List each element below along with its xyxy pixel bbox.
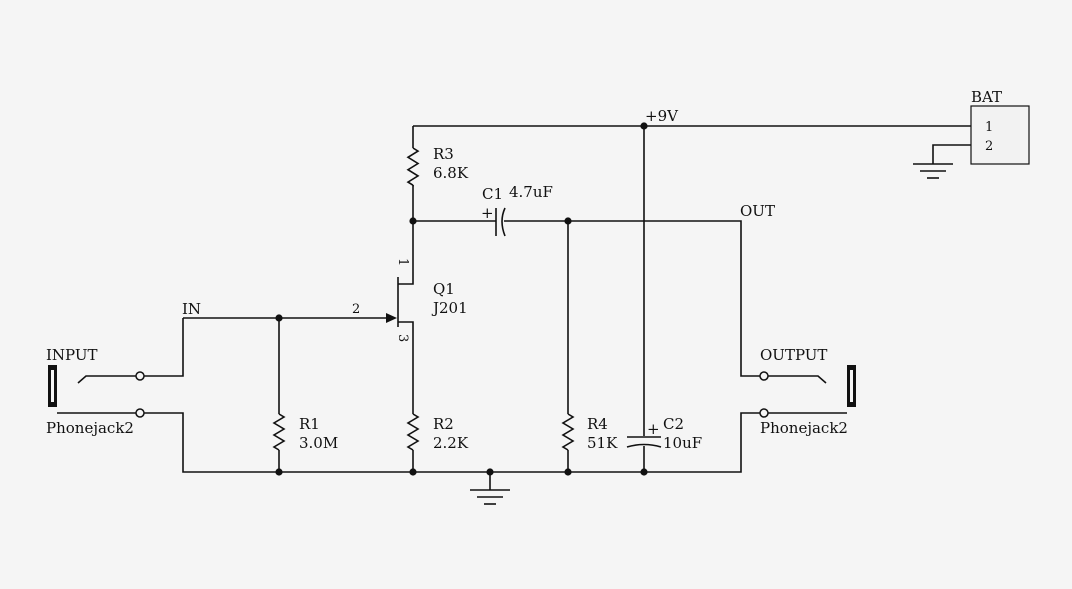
- junction-dot: [275, 314, 283, 322]
- jfet-q1: [386, 272, 414, 333]
- output-jack-label: OUTPUT: [760, 346, 827, 364]
- r1-name-label: R1: [299, 415, 320, 433]
- battery-label: BAT: [971, 88, 1002, 106]
- in-to-input-jack-wire: [144, 318, 184, 377]
- battery-pin-2-label: 2: [985, 139, 993, 154]
- resistor-r4: [561, 413, 575, 451]
- r4-value-label: 51K: [587, 434, 618, 452]
- battery-ground-wire: [932, 144, 971, 164]
- c1-name-label: C1: [482, 185, 503, 203]
- junctions: [275, 122, 648, 476]
- battery-ground-symbol: [913, 163, 953, 179]
- r1-value-label: 3.0M: [299, 434, 338, 452]
- c2-plate-negative: [626, 443, 662, 448]
- out-net-wire: [504, 220, 760, 377]
- junction-dot: [640, 122, 648, 130]
- r3-value-label: 6.8K: [433, 164, 469, 182]
- c1-polarity-mark: +: [481, 204, 494, 222]
- junction-dot: [486, 468, 494, 476]
- c2-name-label: C2: [663, 415, 684, 433]
- junction-dot: [409, 217, 417, 225]
- junction-dot: [275, 468, 283, 476]
- supply-label: +9V: [645, 107, 679, 125]
- c1-value-label: 4.7uF: [509, 183, 553, 201]
- ground-symbol: [470, 489, 510, 505]
- input-jack-terminal-open: [135, 408, 145, 418]
- wires: [144, 125, 971, 490]
- output-phonejack: [759, 365, 856, 418]
- c1-plate-negative: [501, 207, 506, 237]
- output-jack-tip-contact: [768, 375, 827, 384]
- resistor-r3: [406, 147, 420, 187]
- junction-dot: [564, 217, 572, 225]
- junction-dot: [409, 468, 417, 476]
- r2-value-label: 2.2K: [433, 434, 469, 452]
- in-net-label: IN: [182, 300, 201, 318]
- q1-drain-lead: [398, 272, 414, 285]
- q1-pin-3-label: 3: [395, 334, 410, 342]
- input-jack-label: INPUT: [46, 346, 98, 364]
- output-jack-terminal-open: [759, 371, 769, 381]
- q1-name-label: Q1: [433, 280, 455, 298]
- q1-gate-arrow: [386, 313, 397, 323]
- c2-value-label: 10uF: [663, 434, 702, 452]
- junction-dot: [640, 468, 648, 476]
- battery-connector-box: [970, 105, 1030, 165]
- q1-source-lead: [398, 321, 414, 333]
- q1-pin-2-label: 2: [352, 302, 360, 317]
- r2-name-label: R2: [433, 415, 454, 433]
- capacitor-c1: +: [481, 204, 506, 237]
- q1-part-label: J201: [431, 299, 468, 317]
- ground-bus-wire: [144, 412, 760, 473]
- c2-polarity-mark: +: [647, 420, 660, 438]
- input-jack-type-label: Phonejack2: [46, 419, 134, 437]
- input-jack-terminal-open: [135, 371, 145, 381]
- output-jack-type-label: Phonejack2: [760, 419, 848, 437]
- resistor-r1: [272, 413, 286, 451]
- input-jack-tip-contact: [77, 375, 136, 384]
- output-jack-terminal-open: [759, 408, 769, 418]
- battery-pin-1-label: 1: [985, 120, 993, 135]
- q1-pin-1-label: 1: [395, 258, 410, 266]
- resistor-r2: [406, 413, 420, 451]
- junction-dot: [564, 468, 572, 476]
- out-net-label: OUT: [740, 202, 775, 220]
- r4-name-label: R4: [587, 415, 608, 433]
- capacitor-c2: +: [626, 420, 662, 448]
- input-phonejack: [48, 365, 145, 418]
- r3-name-label: R3: [433, 145, 454, 163]
